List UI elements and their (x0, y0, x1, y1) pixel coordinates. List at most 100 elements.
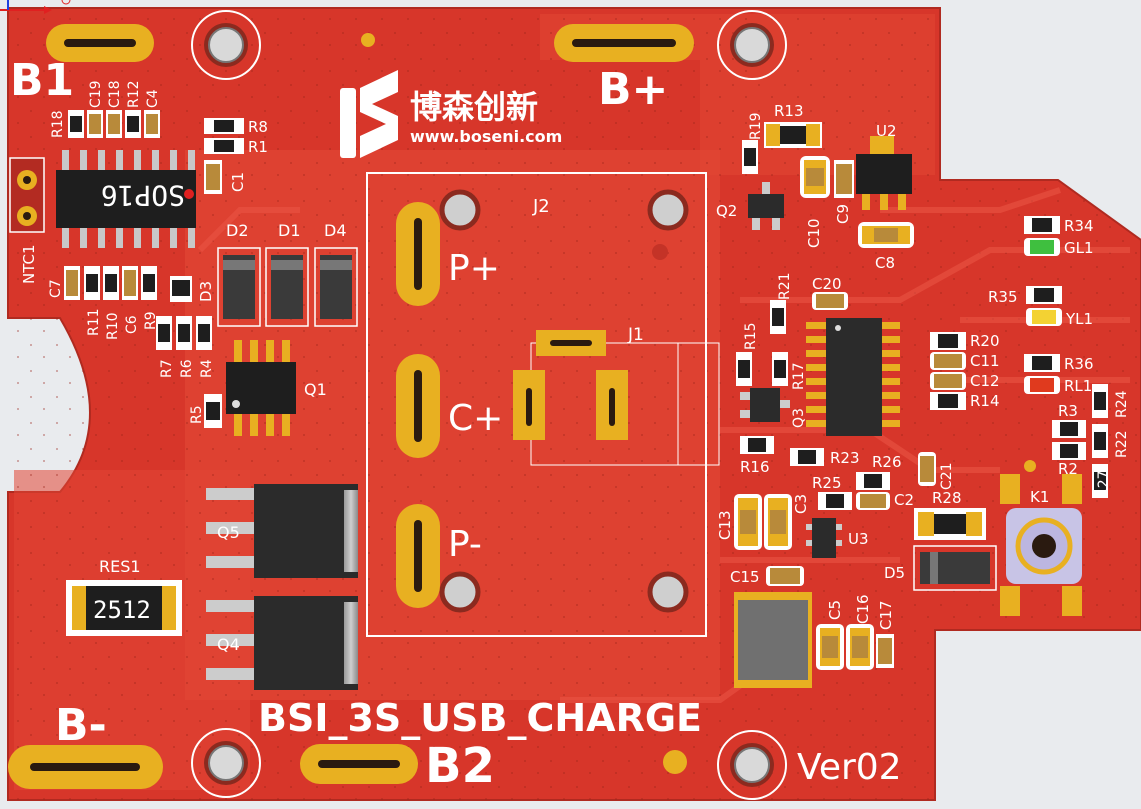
label-p-minus: P- (448, 524, 482, 565)
smd-passives-r20-r14 (930, 332, 966, 410)
transistor-q2 (748, 182, 784, 230)
ref-c6: C6 (124, 315, 140, 334)
ref-d5: D5 (884, 564, 905, 582)
mosfet-q5 (206, 484, 358, 578)
ref-c10: C10 (805, 218, 823, 248)
ref-c5: C5 (826, 600, 844, 620)
smd-passives-top-left (68, 110, 160, 138)
ref-c7: C7 (48, 279, 64, 298)
res1-value: 2512 (93, 596, 151, 624)
resistor-res1 (66, 580, 182, 636)
pad-b2-slot (300, 744, 418, 784)
ref-c21: C21 (939, 462, 955, 490)
ref-r5: R5 (189, 405, 205, 424)
label-p-plus: P+ (448, 248, 500, 289)
board-title: BSI_3S_USB_CHARGE (258, 696, 702, 740)
battery-pads (8, 24, 694, 789)
ref-r3: R3 (1058, 402, 1078, 420)
label-b1: B1 (10, 55, 74, 106)
mounting-hole (717, 730, 787, 800)
diode-d1 (265, 247, 309, 327)
ref-r17: R17 (791, 362, 807, 390)
ref-r18: R18 (50, 110, 66, 138)
ref-r7: R7 (159, 359, 175, 378)
ref-r20: R20 (970, 332, 1000, 350)
mosfet-q4 (206, 596, 358, 690)
ref-c13: C13 (716, 510, 734, 540)
ref-rl1: RL1 (1064, 377, 1092, 395)
chip-sop16 (56, 150, 196, 248)
ref-q1: Q1 (304, 380, 327, 399)
ref-r28: R28 (932, 489, 962, 507)
ref-r27: R27 (1096, 470, 1112, 498)
ref-yl1: YL1 (1065, 310, 1093, 328)
ref-c9: C9 (834, 204, 852, 224)
ref-ntc1: NTC1 (20, 244, 38, 284)
ref-c12: C12 (970, 372, 1000, 390)
ref-r10: R10 (105, 312, 121, 340)
ref-c18: C18 (107, 80, 123, 108)
ref-r12: R12 (126, 80, 142, 108)
j2-outline (366, 172, 707, 637)
ref-c19: C19 (88, 80, 104, 108)
ref-r34: R34 (1064, 217, 1094, 235)
j2-pads (396, 202, 440, 608)
label-b-minus: B- (55, 700, 107, 751)
ref-q3: Q3 (791, 408, 807, 428)
axis-origin-icon (0, 0, 71, 14)
via-gold (1024, 460, 1036, 472)
mounting-hole (191, 10, 261, 80)
ref-q5: Q5 (217, 523, 240, 542)
ref-j2: J2 (532, 196, 550, 217)
ref-r1: R1 (248, 138, 268, 156)
brand-url: www.boseni.com (410, 127, 562, 146)
ref-j1: J1 (627, 325, 644, 345)
label-b2: B2 (425, 738, 495, 794)
ref-r35: R35 (988, 288, 1018, 306)
ref-r36: R36 (1064, 355, 1094, 373)
mounting-hole (191, 728, 261, 798)
ref-c16: C16 (854, 594, 872, 624)
via-pattern-right (935, 180, 1141, 630)
j2-holes (439, 189, 689, 613)
ref-r4: R4 (199, 359, 215, 378)
brand-name: 博森创新 (410, 88, 538, 126)
boseni-s-logo (340, 70, 398, 158)
smd-passives-row-c7 (64, 266, 157, 300)
inductor (734, 592, 812, 688)
ref-c17: C17 (877, 600, 895, 630)
chip-u3 (806, 518, 842, 558)
fiducial (663, 750, 687, 774)
ref-r26: R26 (872, 453, 902, 471)
ref-k1: K1 (1030, 488, 1049, 506)
mounting-holes (191, 10, 787, 800)
ref-r16: R16 (740, 458, 770, 476)
regulator-u2 (856, 136, 912, 210)
diode-d4 (314, 247, 358, 327)
pad-b1-slot (46, 24, 154, 62)
ref-gl1: GL1 (1064, 239, 1094, 257)
ref-d2: D2 (226, 221, 249, 240)
ref-q2: Q2 (716, 202, 737, 220)
board-version: Ver02 (797, 747, 902, 788)
ref-u3: U3 (848, 530, 869, 548)
smd-passives-r7-r4 (156, 316, 222, 428)
transistor-q1 (226, 340, 296, 436)
ref-r22: R22 (1114, 430, 1130, 458)
diode-d2 (217, 247, 261, 327)
ref-r24: R24 (1114, 390, 1130, 418)
ref-c3: C3 (792, 494, 810, 514)
ref-c8: C8 (875, 254, 895, 272)
ref-r21: R21 (777, 272, 793, 300)
ref-c15: C15 (730, 568, 760, 586)
ref-r15: R15 (743, 322, 759, 350)
fiducial (361, 33, 375, 47)
ref-d3: D3 (197, 281, 215, 302)
chip-controller (806, 318, 900, 436)
ref-r9: R9 (143, 311, 159, 330)
ref-r25: R25 (812, 474, 842, 492)
ref-c1: C1 (229, 172, 247, 192)
diode-d5 (913, 545, 997, 591)
ref-res1: RES1 (99, 557, 141, 576)
